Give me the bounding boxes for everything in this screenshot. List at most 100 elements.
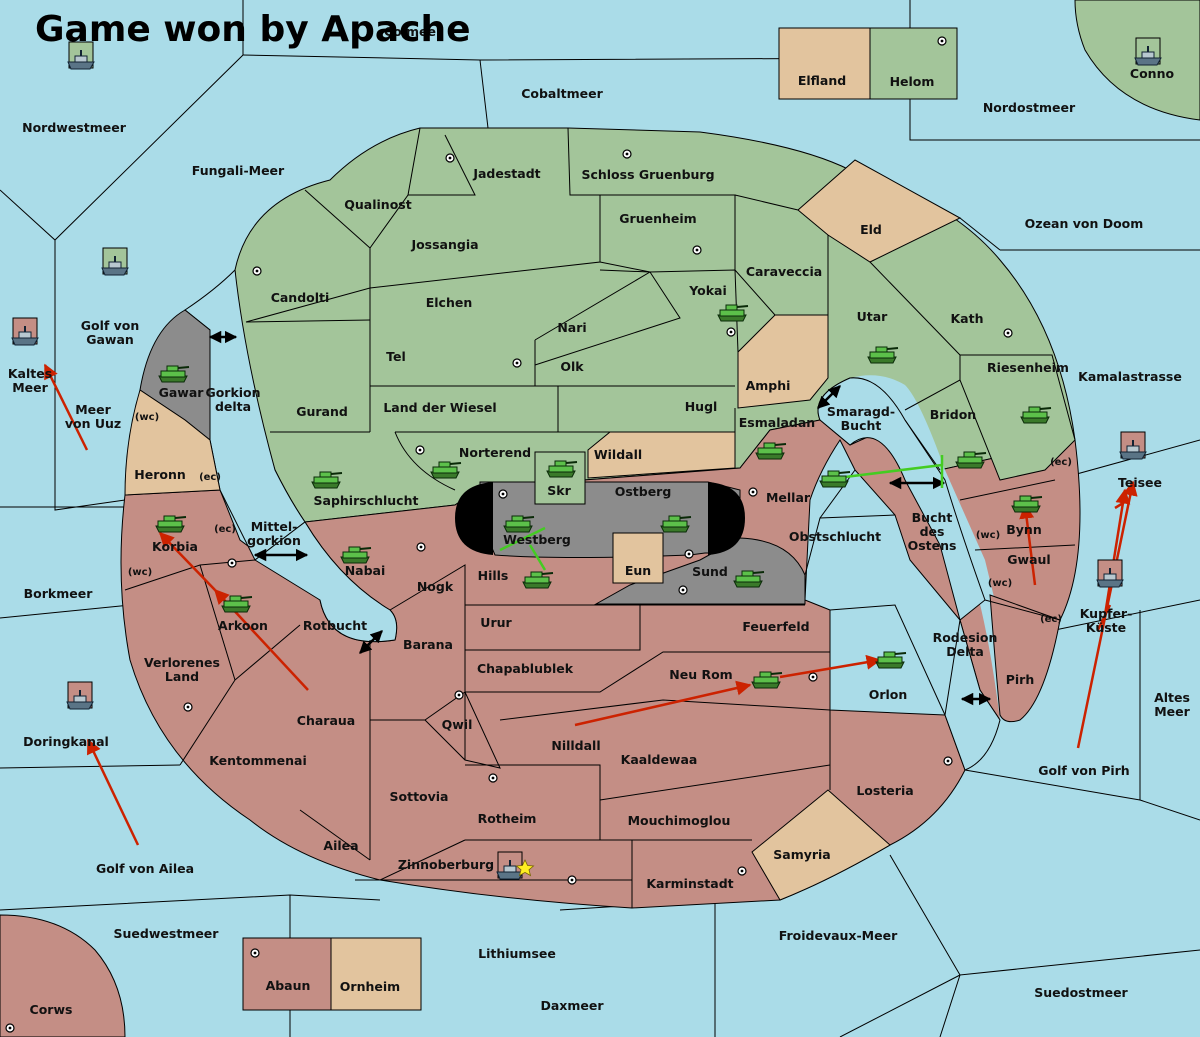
support-orders: [499, 455, 944, 571]
province-label: Rotbucht: [303, 618, 367, 633]
labels-layer: ColmeeCobaltmeerNordwestmeerFungali-Meer…: [8, 24, 1191, 1017]
province-label: Golf von Ailea: [96, 861, 194, 876]
tank-icon: [340, 546, 372, 564]
province-label: Sund: [692, 564, 728, 579]
province-label: Nari: [557, 320, 586, 335]
province-eun: [612, 532, 664, 584]
province-label: Candolti: [271, 290, 330, 305]
province-label: Samyria: [773, 847, 831, 862]
province-label: Eld: [860, 222, 882, 237]
province-label: Eun: [625, 563, 651, 578]
province-label: Froidevaux-Meer: [779, 928, 898, 943]
tank-icon: [546, 460, 578, 478]
province-label: Kaaldewaa: [621, 752, 698, 767]
province-label: Ostberg: [615, 484, 672, 499]
province-label: Helom: [890, 74, 935, 89]
province-label: Barana: [403, 637, 453, 652]
fleet-icon: [11, 317, 39, 346]
province-label: Kentommenai: [209, 753, 307, 768]
province-label: Obstschlucht: [789, 529, 881, 544]
province-label: Elchen: [426, 295, 473, 310]
end-cap-left: [455, 482, 493, 555]
fleet-icon: [66, 681, 94, 710]
province-label: Bridon: [930, 407, 976, 422]
province-label: Doringkanal: [23, 734, 109, 749]
province-label: Charaua: [297, 713, 355, 728]
province-elfland: [778, 27, 871, 100]
province-label: Nabai: [345, 563, 386, 578]
tank-icon: [660, 515, 692, 533]
tank-icon: [819, 470, 851, 488]
province-pirh: [989, 594, 1061, 723]
province-samyria: [751, 789, 891, 901]
tank-icon: [1020, 406, 1052, 424]
province-label: Sottovia: [390, 789, 449, 804]
province-label: Corws: [30, 1002, 73, 1017]
province-ornheim: [330, 937, 422, 1011]
coast-label: (ec): [199, 472, 221, 483]
fleet-icon: [1119, 431, 1147, 460]
tank-icon: [311, 471, 343, 489]
fleet-icon: [101, 247, 129, 276]
province-label: Mittel-gorkion: [247, 519, 301, 548]
province-label: Rotheim: [478, 811, 537, 826]
province-label: Chapablublek: [477, 661, 574, 676]
province-label: Mouchimoglou: [628, 813, 731, 828]
province-label: Kath: [951, 311, 984, 326]
province-label: Pirh: [1006, 672, 1035, 687]
province-label: Karminstadt: [646, 876, 733, 891]
fleet-icon: [1134, 37, 1162, 66]
province-label: Teisee: [1118, 475, 1162, 490]
province-label: Olk: [560, 359, 584, 374]
province-heronn: [124, 389, 221, 496]
province-label: Daxmeer: [540, 998, 604, 1013]
coast-label: (ec): [1050, 457, 1072, 468]
province-label: Ailea: [323, 838, 358, 853]
province-label: Riesenheim: [987, 360, 1069, 375]
province-label: Zinnoberburg: [398, 857, 494, 872]
units-layer: [11, 37, 1162, 880]
end-cap-right: [708, 482, 745, 555]
province-label: Jadestadt: [472, 166, 540, 181]
tank-icon: [717, 304, 749, 322]
tank-icon: [733, 570, 765, 588]
province-label: Norterend: [459, 445, 531, 460]
tank-icon: [755, 442, 787, 460]
province-label: Skr: [547, 483, 571, 498]
province-label: Gurand: [296, 404, 348, 419]
province-label: Amphi: [746, 378, 791, 393]
tank-icon: [221, 595, 253, 613]
province-label: Utar: [857, 309, 889, 324]
tank-icon: [503, 515, 535, 533]
strait-arrows: [208, 330, 992, 706]
province-label: Gwaul: [1007, 552, 1050, 567]
tank-icon: [751, 671, 783, 689]
coast-label: (ec): [214, 524, 236, 535]
province-corws: [0, 914, 126, 1037]
province-label: Jossangia: [410, 237, 478, 252]
star-icon: [515, 859, 535, 877]
province-label: Wildall: [594, 447, 642, 462]
land-borders-north: [245, 127, 1001, 491]
move-orders: [43, 363, 1138, 846]
province-label: Suedwestmeer: [114, 926, 220, 941]
province-label: Westberg: [503, 532, 571, 547]
province-label: Nilldall: [551, 738, 600, 753]
province-label: Yokai: [688, 283, 727, 298]
province-label: Elfland: [798, 73, 846, 88]
fleet-icon: [496, 851, 524, 880]
province-label: Tel: [386, 349, 406, 364]
province-label: Esmaladan: [739, 415, 815, 430]
tank-icon: [522, 571, 554, 589]
coast-label: (wc): [988, 578, 1012, 589]
province-label: Neu Rom: [669, 667, 732, 682]
tank-icon: [955, 451, 987, 469]
